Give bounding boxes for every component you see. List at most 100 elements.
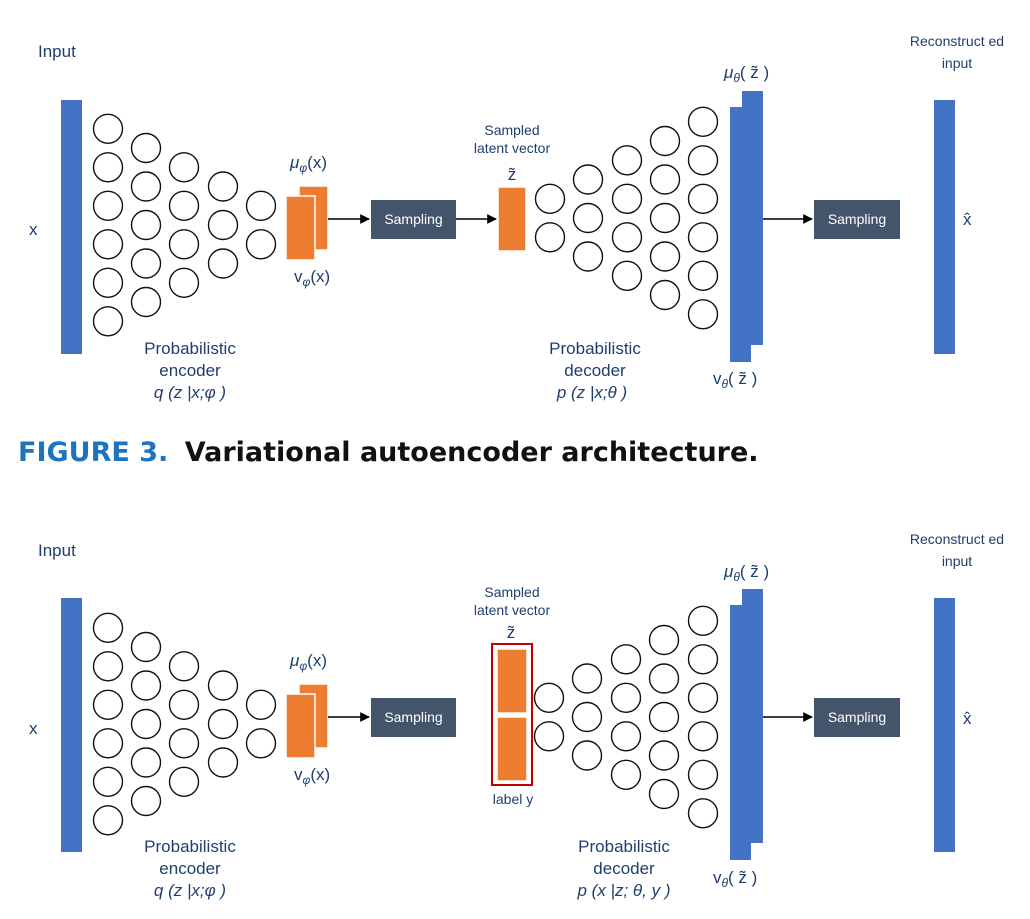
neuron-node — [687, 106, 719, 138]
decoder-caption-line1: Probabilistic — [549, 339, 641, 358]
neuron-node — [92, 113, 124, 145]
neuron-node — [572, 241, 604, 272]
neuron-node — [245, 689, 277, 720]
sampling-box — [371, 698, 456, 737]
v-label: vφ(x) — [294, 267, 330, 289]
neuron-node — [168, 152, 200, 183]
mu-label: μφ(x) — [289, 153, 327, 175]
neuron-node — [245, 229, 277, 260]
neuron-node — [648, 624, 680, 656]
decoder-formula: p (z |x;θ ) — [556, 383, 627, 402]
latent-vector-box — [497, 186, 527, 252]
neuron-node — [649, 241, 681, 272]
neuron-node — [168, 651, 200, 682]
input-title: Input — [38, 42, 76, 61]
neuron-node — [168, 190, 200, 222]
neuron-node — [168, 267, 200, 298]
neuron-node — [130, 708, 162, 740]
neuron-node — [571, 740, 603, 771]
sampling-box — [371, 200, 456, 239]
neuron-node — [533, 721, 565, 752]
reconstructed-title-line2: input — [942, 553, 972, 569]
neuron-node — [207, 209, 239, 241]
neuron-node — [649, 279, 681, 311]
latent-vector-box — [496, 648, 528, 714]
neuron-node — [687, 644, 719, 675]
network-neurons — [92, 106, 719, 337]
neuron-node — [207, 708, 239, 740]
decoder-caption-line1: Probabilistic — [578, 837, 670, 856]
input-symbol: x — [29, 220, 38, 239]
figure-title: Variational autoencoder architecture. — [185, 437, 759, 468]
vae-diagram: Input x μφ(x) vφ(x) Sampling Sampled lat… — [29, 33, 1004, 402]
neuron-node — [687, 183, 719, 215]
sampling-box-label: Sampling — [384, 211, 442, 227]
decoder-mu-label: μθ( z̃ ) — [723, 562, 769, 584]
decoder-mu-bar — [742, 589, 763, 843]
figure-caption-text: FIGURE 3. Variational autoencoder archit… — [18, 437, 759, 468]
neuron-node — [687, 798, 719, 829]
mu-label: μφ(x) — [289, 651, 327, 673]
neuron-node — [611, 260, 643, 291]
input-bar — [61, 100, 82, 354]
sampling-box-label: Sampling — [384, 709, 442, 725]
neuron-node — [687, 222, 719, 253]
encoder-formula: q (z |x;φ ) — [154, 881, 226, 900]
neuron-node — [168, 766, 200, 797]
latent-caption-line2: latent vector — [474, 140, 551, 156]
neuron-node — [611, 145, 643, 176]
neuron-node — [610, 644, 642, 675]
encoder-caption-line1: Probabilistic — [144, 837, 236, 856]
neuron-node — [92, 766, 124, 797]
neuron-node — [130, 209, 162, 241]
neuron-node — [92, 190, 124, 222]
neuron-node — [130, 785, 162, 817]
neuron-node — [648, 663, 680, 694]
reconstructed-symbol: x̂ — [963, 709, 972, 728]
reconstructed-bar — [934, 598, 955, 852]
latent-caption-line2: latent vector — [474, 602, 551, 618]
neuron-node — [130, 670, 162, 701]
neuron-node — [92, 728, 124, 759]
neuron-node — [92, 805, 124, 836]
latent-caption-line1: Sampled — [484, 122, 539, 138]
neuron-node — [687, 682, 719, 713]
neuron-node — [130, 132, 162, 164]
decoder-v-label: vθ( z̃ ) — [713, 369, 757, 391]
neuron-node — [611, 222, 643, 253]
neuron-node — [687, 260, 719, 291]
figure-number: FIGURE 3. — [18, 437, 168, 468]
neuron-node — [611, 183, 643, 215]
neuron-node — [534, 222, 566, 253]
latent-symbol: z̃ — [507, 623, 516, 642]
latent-symbol: z̃ — [508, 165, 517, 184]
reconstructed-title-line2: input — [942, 55, 972, 71]
label-vector-box — [496, 716, 528, 782]
input-title: Input — [38, 541, 76, 560]
neuron-node — [92, 612, 124, 643]
neuron-node — [245, 728, 277, 759]
reconstructed-title-line1: Reconstruct ed — [910, 33, 1004, 49]
encoder-formula: q (z |x;φ ) — [154, 383, 226, 402]
neuron-node — [571, 701, 603, 733]
neuron-node — [168, 689, 200, 720]
neuron-node — [534, 183, 566, 215]
neuron-node — [610, 759, 642, 790]
neuron-node — [687, 721, 719, 752]
neuron-node — [649, 164, 681, 195]
neuron-node — [168, 728, 200, 759]
sampling-box — [814, 200, 900, 239]
neuron-node — [687, 759, 719, 790]
latent-caption-line1: Sampled — [484, 584, 539, 600]
neuron-node — [649, 125, 681, 157]
neuron-node — [92, 689, 124, 720]
v-label: vφ(x) — [294, 765, 330, 787]
input-symbol: x — [29, 719, 38, 738]
neuron-node — [245, 190, 277, 222]
decoder-formula: p (x |z; θ, y ) — [577, 881, 671, 900]
neuron-node — [610, 721, 642, 752]
neuron-node — [610, 682, 642, 713]
neuron-node — [687, 605, 719, 636]
neuron-node — [92, 306, 124, 337]
